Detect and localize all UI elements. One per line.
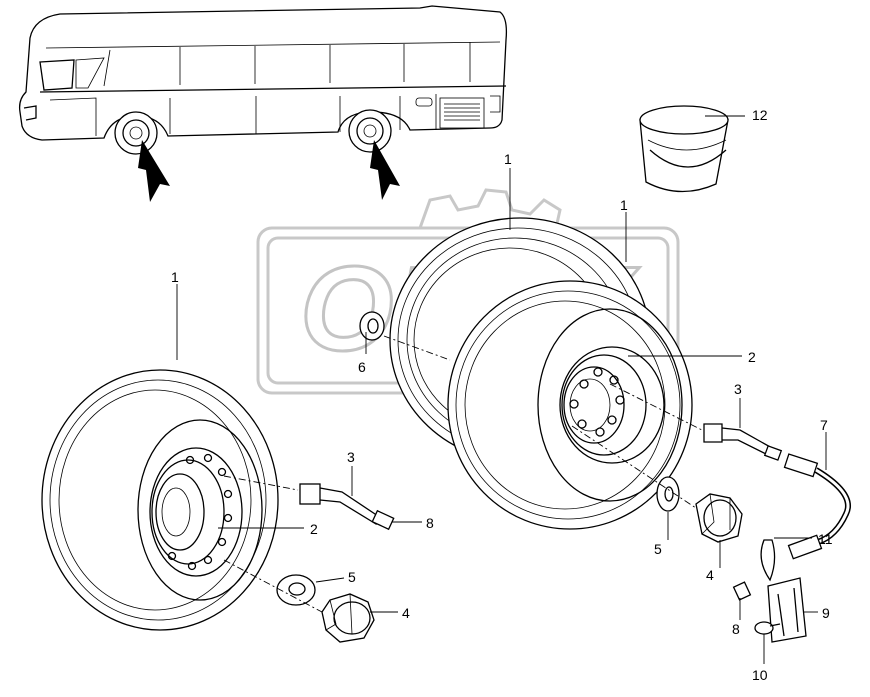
bus-grille-slats	[444, 103, 480, 121]
callout-rim-front: 2	[310, 521, 318, 537]
callout-spring-clip: 11	[818, 531, 833, 547]
bus-window-top	[45, 41, 501, 49]
front-tire-sidewall	[137, 419, 263, 601]
axis-line	[609, 383, 703, 431]
watermark-gear	[418, 188, 562, 229]
callout-rim-rear: 2	[748, 349, 756, 365]
bus-beltline	[39, 85, 507, 93]
wheel-nut-4-front	[321, 593, 375, 643]
callout-washer-front: 5	[348, 569, 356, 585]
rear-wheel-studs	[569, 367, 625, 437]
callout-hose: 7	[820, 417, 828, 433]
callout-tire-rear-inner: 1	[504, 151, 512, 167]
rear-wheel-arrow	[370, 140, 400, 200]
bus-body	[18, 5, 508, 141]
callout-valve-core-rear: 8	[732, 621, 740, 637]
bus-tail-light	[415, 97, 433, 107]
bus-rear-lamp	[490, 95, 501, 113]
wheel-nut-4-rear	[695, 493, 743, 543]
rear-dual-wheel-assembly	[389, 217, 693, 530]
callout-grease-bucket: 12	[752, 107, 768, 123]
valve-extension-3-front	[299, 483, 395, 531]
valve-hose-7	[783, 453, 851, 560]
valve-core-8-rear	[732, 581, 752, 601]
callout-valve-core-front: 8	[426, 515, 434, 531]
callout-valve-extension-rear: 3	[734, 381, 742, 397]
bolt-10	[754, 621, 781, 635]
bus-window-pillars	[103, 42, 471, 87]
axis-line	[383, 335, 451, 361]
valve-extension-3-rear	[703, 423, 783, 461]
callout-bracket: 9	[822, 605, 830, 621]
bus-headlight	[23, 105, 37, 121]
callout-washer-rear: 5	[654, 541, 662, 557]
front-wheel-arrow	[138, 140, 170, 202]
bus-panel-lines	[49, 94, 437, 136]
callout-tire-rear-outer: 1	[620, 197, 628, 213]
bus-illustration	[18, 5, 508, 202]
leader-line	[315, 577, 345, 583]
bus-door-window	[39, 59, 75, 91]
callout-bolt: 10	[752, 667, 768, 683]
bus-side-window	[75, 57, 105, 89]
washer-5-rear	[656, 476, 680, 512]
callout-washer-6: 6	[358, 359, 366, 375]
rear-rim	[559, 346, 665, 464]
callout-nut-rear: 4	[706, 567, 714, 583]
bus-engine-grille	[439, 97, 485, 129]
rear-tire-sidewall	[537, 308, 683, 502]
front-rim	[149, 447, 243, 577]
callout-valve-extension-front: 3	[347, 449, 355, 465]
spring-clip-11	[760, 539, 776, 582]
washer-5-front	[276, 574, 316, 606]
front-wheel-assembly	[41, 369, 279, 631]
axis-line	[223, 475, 299, 491]
bus-rear-wheel	[348, 109, 392, 153]
grease-bucket	[639, 105, 729, 193]
axis-line	[223, 559, 323, 613]
callout-tire-front: 1	[171, 269, 179, 285]
bus-front-wheel	[114, 111, 158, 155]
callout-nut-front: 4	[402, 605, 410, 621]
axis-line	[571, 425, 697, 509]
bracket-9	[767, 577, 807, 643]
washer-6	[359, 311, 385, 341]
front-wheel-studs	[167, 453, 233, 571]
